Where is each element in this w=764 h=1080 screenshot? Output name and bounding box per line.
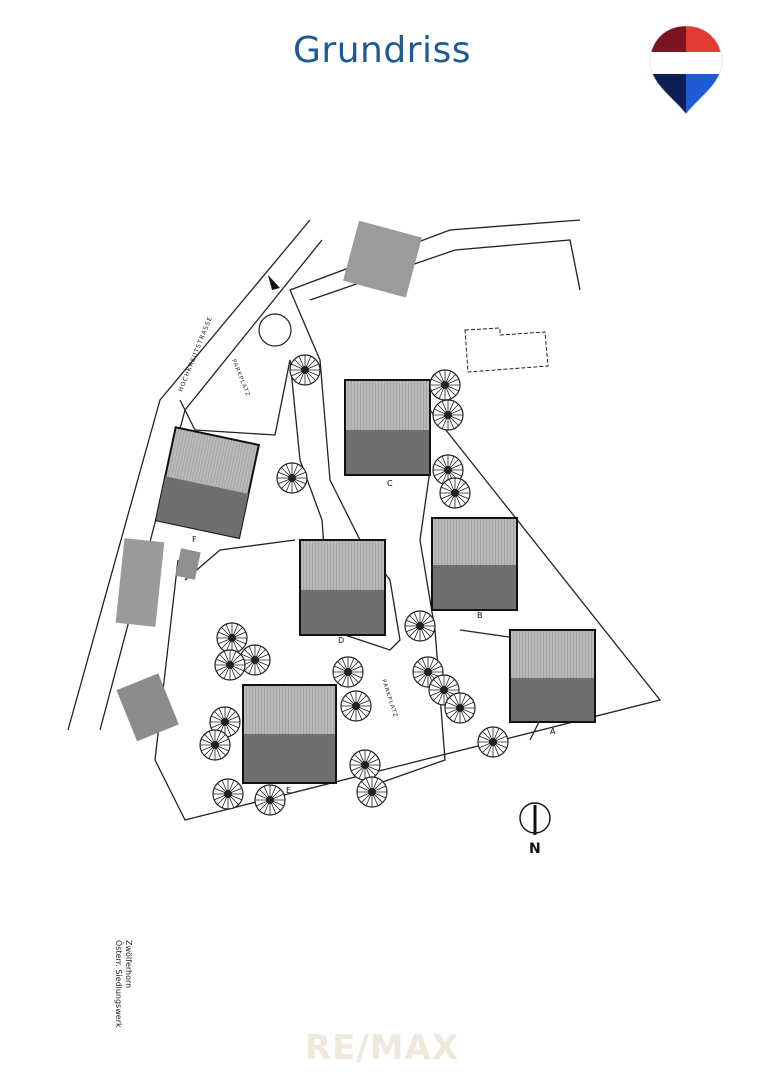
north-compass-icon: N [519,802,551,857]
house-label-d: D [338,636,344,645]
house-b [431,517,518,611]
house-f [154,426,261,540]
house-label-c: C [387,479,393,488]
planned-building-outline [464,327,549,373]
parking-label-2: PARKPLATZ [380,679,398,719]
credit-line-1: Zwölferhorn [124,940,133,989]
site-plan: A B C D E F HOCHKREUTSTRASSE PARKPLATZ P… [67,219,662,857]
compass-label: N [529,841,541,857]
house-d [299,539,386,636]
house-a [509,629,596,723]
house-label-a: A [550,727,556,736]
credit-line-2: Österr. Siedlungswerk [114,940,123,1028]
page-title: Grundriss [293,30,471,71]
remax-balloon-logo [649,25,723,115]
turnaround-circle [258,313,292,347]
house-label-f: F [192,535,197,544]
entry-arrow-icon [268,275,280,290]
watermark: RE/MAX [304,1028,460,1068]
house-c [344,379,431,476]
house-e [242,684,337,784]
house-label-b: B [477,611,483,620]
neighbour-buildings [115,220,422,742]
parking-label-1: PARKPLATZ [230,359,251,398]
plan-credit: Zwölferhorn Österr. Siedlungswerk [113,940,133,1028]
house-label-e: E [286,786,291,795]
